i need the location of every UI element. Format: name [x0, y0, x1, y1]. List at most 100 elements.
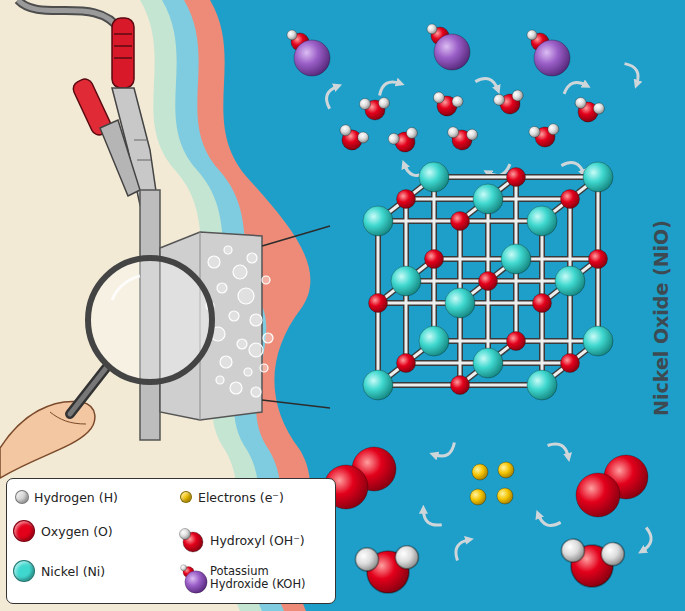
- bubbles: [216, 376, 224, 384]
- nickel-atom: [473, 184, 503, 214]
- hydrogen-atom: [466, 128, 479, 141]
- hydrogen-atom: [447, 126, 460, 139]
- hydrogen-atom: [379, 98, 390, 109]
- water-molecule: [360, 98, 390, 121]
- zoom-lines: [262, 226, 330, 246]
- hydrogen-atom: [493, 93, 506, 106]
- nickel-atom: [583, 162, 613, 192]
- hydrogen-atom: [432, 91, 445, 104]
- legend-text: Hydroxyl (OH⁻): [210, 533, 305, 548]
- nickel-atom: [473, 348, 503, 378]
- legend-symbol: [174, 522, 210, 558]
- nickel-atom: [419, 162, 449, 192]
- clamp: [134, 140, 148, 141]
- magnifier: [88, 258, 212, 382]
- nickel-atom: [555, 266, 585, 296]
- nickel-atom: [527, 206, 557, 236]
- bubbles: [263, 333, 273, 343]
- oxygen-atom: [507, 332, 526, 351]
- clamp: [137, 160, 151, 161]
- oxygen-atom: [576, 473, 620, 517]
- hydrogen-atom: [451, 95, 464, 108]
- bubbles: [262, 276, 270, 284]
- nickel-atom: [363, 206, 393, 236]
- electron: [497, 488, 513, 504]
- hydrogen-atom: [387, 132, 400, 145]
- water-molecule: [557, 535, 626, 591]
- water-molecule: [355, 546, 418, 593]
- bubbles: [220, 356, 232, 368]
- motion-arrows: [434, 443, 458, 461]
- bubbles: [250, 314, 262, 326]
- nickel-atom: [445, 288, 475, 318]
- motion-arrows: [625, 60, 643, 84]
- bubbles: [229, 311, 239, 321]
- water-molecule: [493, 89, 526, 116]
- potassium-atom: [294, 40, 330, 76]
- oxygen-atom: [397, 190, 416, 209]
- clamp: [114, 33, 132, 35]
- electron: [470, 489, 486, 505]
- wire: [18, 0, 120, 30]
- nio-lattice: [363, 162, 613, 400]
- wire: [18, 0, 120, 30]
- bubbles: [260, 364, 268, 372]
- motion-arrows: [536, 514, 561, 529]
- magnifier: [70, 368, 106, 414]
- clamp: [100, 120, 140, 196]
- legend-swatch: [180, 491, 192, 503]
- oxygen-molecule: [576, 455, 648, 517]
- water-molecule: [334, 122, 371, 155]
- hydrogen-atom: [338, 123, 353, 138]
- clamp: [112, 18, 134, 88]
- motion-arrows: [475, 75, 500, 90]
- hydrogen-atom: [592, 101, 606, 115]
- legend-swatch: [13, 520, 35, 542]
- water-molecule: [445, 125, 478, 152]
- oxygen-atom: [533, 294, 552, 313]
- bubbles: [217, 283, 227, 293]
- hydrogen-atom: [180, 529, 191, 540]
- koh-molecule: [287, 30, 330, 76]
- koh-molecule: [181, 565, 208, 594]
- water-molecule: [528, 123, 560, 148]
- magnifier: [70, 258, 212, 414]
- motion-arrows: [562, 79, 587, 94]
- legend-swatch: [15, 490, 29, 504]
- hydrogen-atom: [560, 538, 586, 564]
- legend-text: Oxygen (O): [41, 524, 113, 539]
- oxygen-atom: [397, 354, 416, 373]
- oxygen-atom: [561, 354, 580, 373]
- hydrogen-atom: [574, 96, 588, 110]
- clamp: [71, 18, 158, 205]
- bubbles: [247, 253, 257, 263]
- oxygen-atom: [451, 376, 470, 395]
- bubbles: [251, 387, 261, 397]
- bubbles: [233, 265, 247, 279]
- electron: [472, 464, 488, 480]
- oxygen-atom: [479, 272, 498, 291]
- motion-arrows: [451, 536, 469, 560]
- legend-text: Potassium Hydroxide (KOH): [210, 565, 310, 591]
- zoom-lines: [262, 226, 330, 408]
- motion-arrows: [419, 509, 442, 530]
- nickel-atom: [391, 266, 421, 296]
- hydrogen-atom: [181, 565, 187, 571]
- oxygen-atom: [451, 212, 470, 231]
- bubbles: [208, 256, 220, 268]
- oxygen-atom: [507, 168, 526, 187]
- bubbles: [244, 368, 252, 376]
- bubbles: [224, 246, 232, 254]
- hydrogen-atom: [360, 99, 371, 110]
- material-label: Nickel Oxide (NiO): [650, 220, 672, 416]
- hand: [0, 401, 95, 478]
- potassium-atom: [185, 571, 207, 593]
- motion-arrows: [376, 77, 400, 95]
- hydrogen-atom: [427, 24, 437, 34]
- nickel-atom: [363, 370, 393, 400]
- koh-molecule: [527, 30, 570, 76]
- hydrogen-atom: [529, 126, 541, 138]
